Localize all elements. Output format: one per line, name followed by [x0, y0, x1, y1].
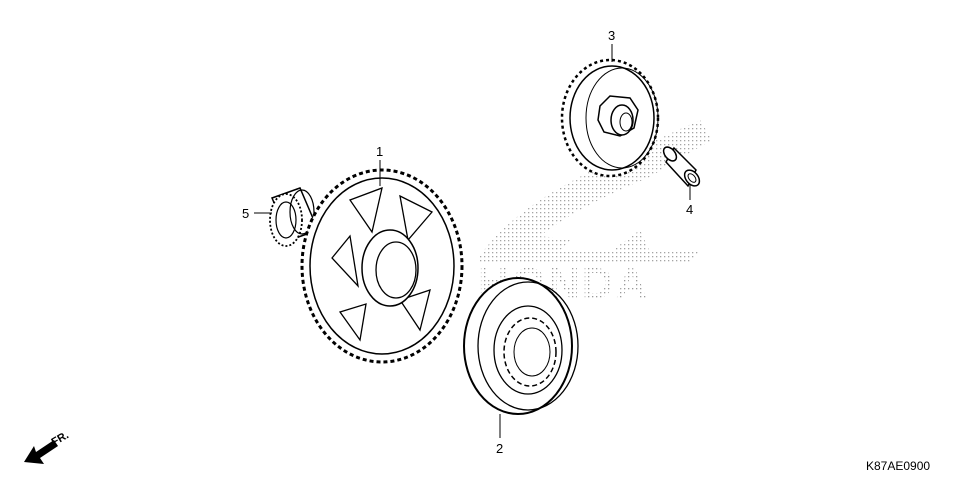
callout-5: 5 [242, 206, 272, 221]
honda-watermark: HONDA [478, 120, 712, 308]
part-5-bearing[interactable] [269, 187, 320, 247]
callout-4-label: 4 [686, 202, 693, 217]
part-4-pin[interactable] [661, 145, 702, 189]
front-direction-label: FR. [50, 429, 71, 448]
honda-wing-inner [540, 160, 695, 240]
callout-4: 4 [686, 184, 693, 217]
callout-3: 3 [608, 28, 615, 62]
callout-2: 2 [496, 414, 503, 456]
part-2-clutch[interactable] [463, 277, 579, 415]
callout-5-label: 5 [242, 206, 249, 221]
front-direction-indicator: FR. [24, 429, 71, 464]
honda-wing-logo [478, 120, 712, 262]
diagram-code: K87AE0900 [866, 459, 930, 473]
callout-1: 1 [376, 144, 383, 186]
part-1-sprocket[interactable] [300, 168, 464, 364]
callout-3-label: 3 [608, 28, 615, 43]
callout-1-label: 1 [376, 144, 383, 159]
callout-2-label: 2 [496, 441, 503, 456]
arrow-down-left-icon [24, 440, 58, 464]
part-3-gear[interactable] [560, 58, 660, 178]
